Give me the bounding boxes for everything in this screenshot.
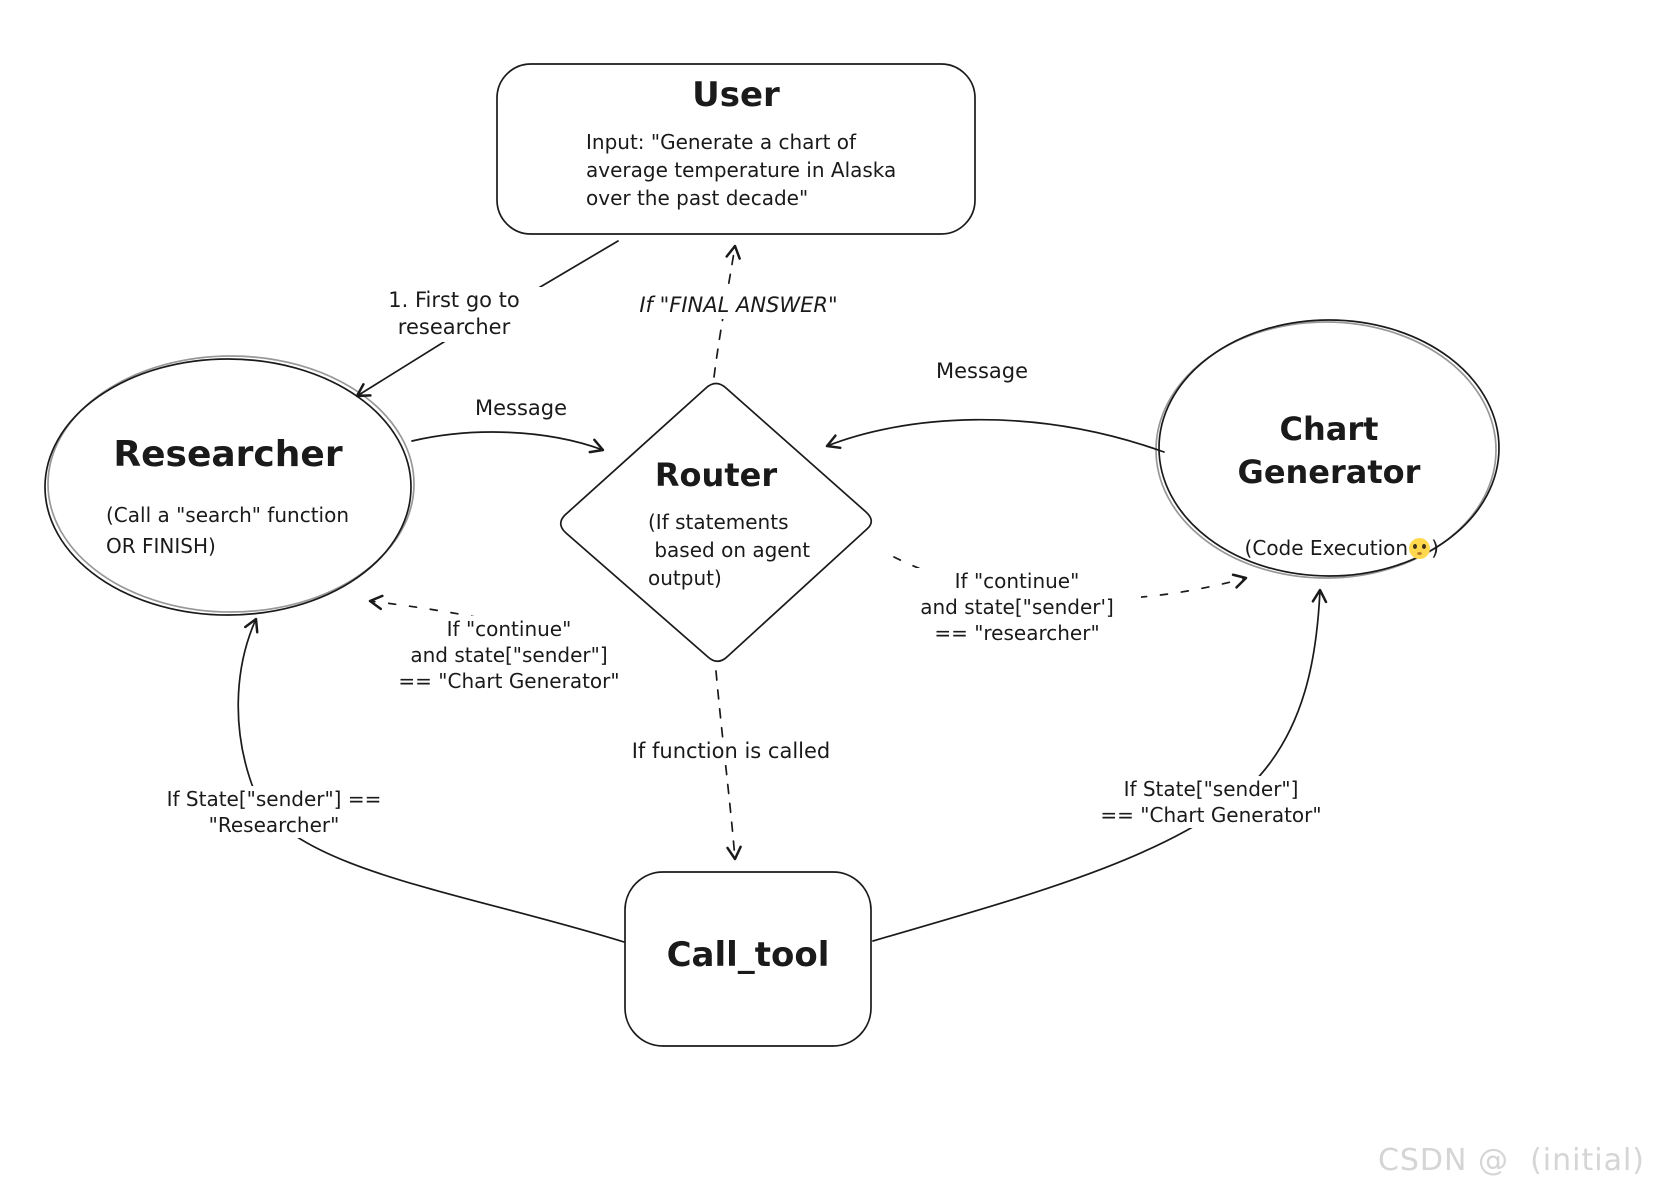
edge-label-continue-chart-generator: If "continue" and state["sender"] == "Ch… — [385, 616, 633, 694]
chart-generator-body-suffix: ) — [1431, 536, 1439, 560]
router-node-title: Router — [654, 456, 778, 494]
user-node-shape — [496, 63, 976, 235]
edge-label-final-answer: If "FINAL ANSWER" — [622, 292, 855, 320]
edge-label-if-function-called: If function is called — [613, 738, 849, 766]
arrow-router-to-user — [713, 244, 741, 378]
router-node-shape — [559, 382, 873, 663]
researcher-node-title: Researcher — [113, 434, 343, 475]
chart-generator-body-prefix: (Code Execution — [1244, 536, 1409, 560]
csdn-watermark: CSDN @ (initial) — [1377, 1143, 1645, 1178]
edge-label-first-go-to-researcher: 1. First go to researcher — [340, 287, 568, 342]
call-tool-node-shape — [624, 871, 872, 1047]
edge-label-state-chart-generator: If State["sender"] == "Chart Generator" — [1082, 776, 1340, 828]
edge-label-message-right: Message — [928, 358, 1036, 386]
user-node-body: Input: "Generate a chart of average temp… — [586, 130, 897, 210]
arrow-researcher-to-router — [411, 431, 605, 454]
researcher-node-shape — [44, 355, 415, 616]
user-node-title: User — [692, 75, 780, 115]
router-node-body: (If statements based on agent output) — [648, 510, 811, 590]
chart-generator-node-title: Chart Generator — [1237, 410, 1421, 492]
edge-label-message-left: Message — [467, 395, 575, 423]
edge-label-state-researcher: If State["sender"] == "Researcher" — [145, 786, 403, 838]
edge-label-continue-researcher: If "continue" and state["sender'] == "re… — [893, 568, 1141, 646]
flushed-face-emoji-icon: 😳 — [1409, 538, 1431, 559]
chart-generator-node-body: (Code Execution😳) — [1159, 506, 1499, 590]
call-tool-node-title: Call_tool — [666, 935, 830, 975]
arrow-chart-generator-to-router — [825, 418, 1165, 453]
researcher-node-body: (Call a "search" function OR FINISH) — [106, 503, 349, 558]
arrow-router-to-call-tool — [715, 670, 742, 861]
